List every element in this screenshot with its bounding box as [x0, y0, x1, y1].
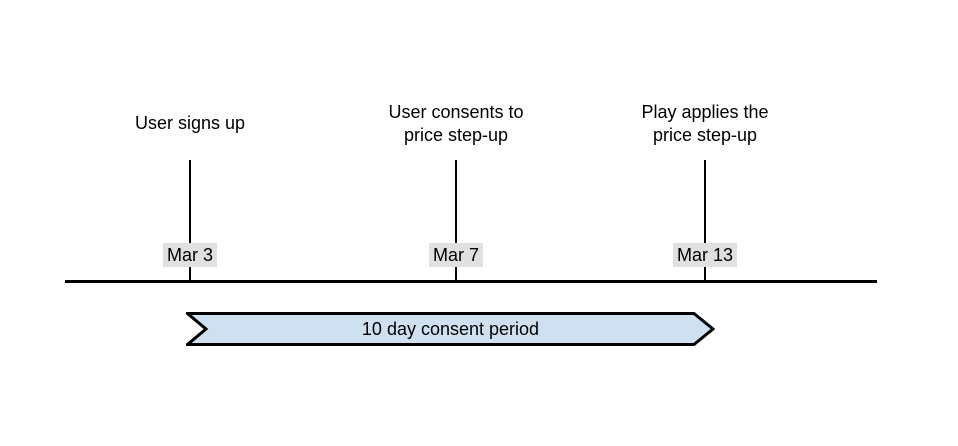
- consent-period-banner: 10 day consent period: [186, 312, 715, 346]
- event-caption: User consents to price step-up: [388, 102, 524, 145]
- banner-arrow-shape: [186, 312, 715, 346]
- banner-label: 10 day consent period: [361, 318, 540, 339]
- event-date: Mar 3: [110, 243, 270, 267]
- event-date: Mar 7: [376, 243, 536, 267]
- event-caption: User signs up: [134, 113, 246, 133]
- event-tick-line: [189, 160, 191, 282]
- date-chip-label: Mar 13: [672, 243, 738, 267]
- event-tick-line: [455, 160, 457, 282]
- event-tick-line: [704, 160, 706, 282]
- date-chip-label: Mar 3: [162, 243, 217, 267]
- event-caption: Play applies the price step-up: [641, 102, 769, 145]
- timeline-axis: [65, 280, 877, 283]
- event-date: Mar 13: [625, 243, 785, 267]
- date-chip-label: Mar 7: [428, 243, 483, 267]
